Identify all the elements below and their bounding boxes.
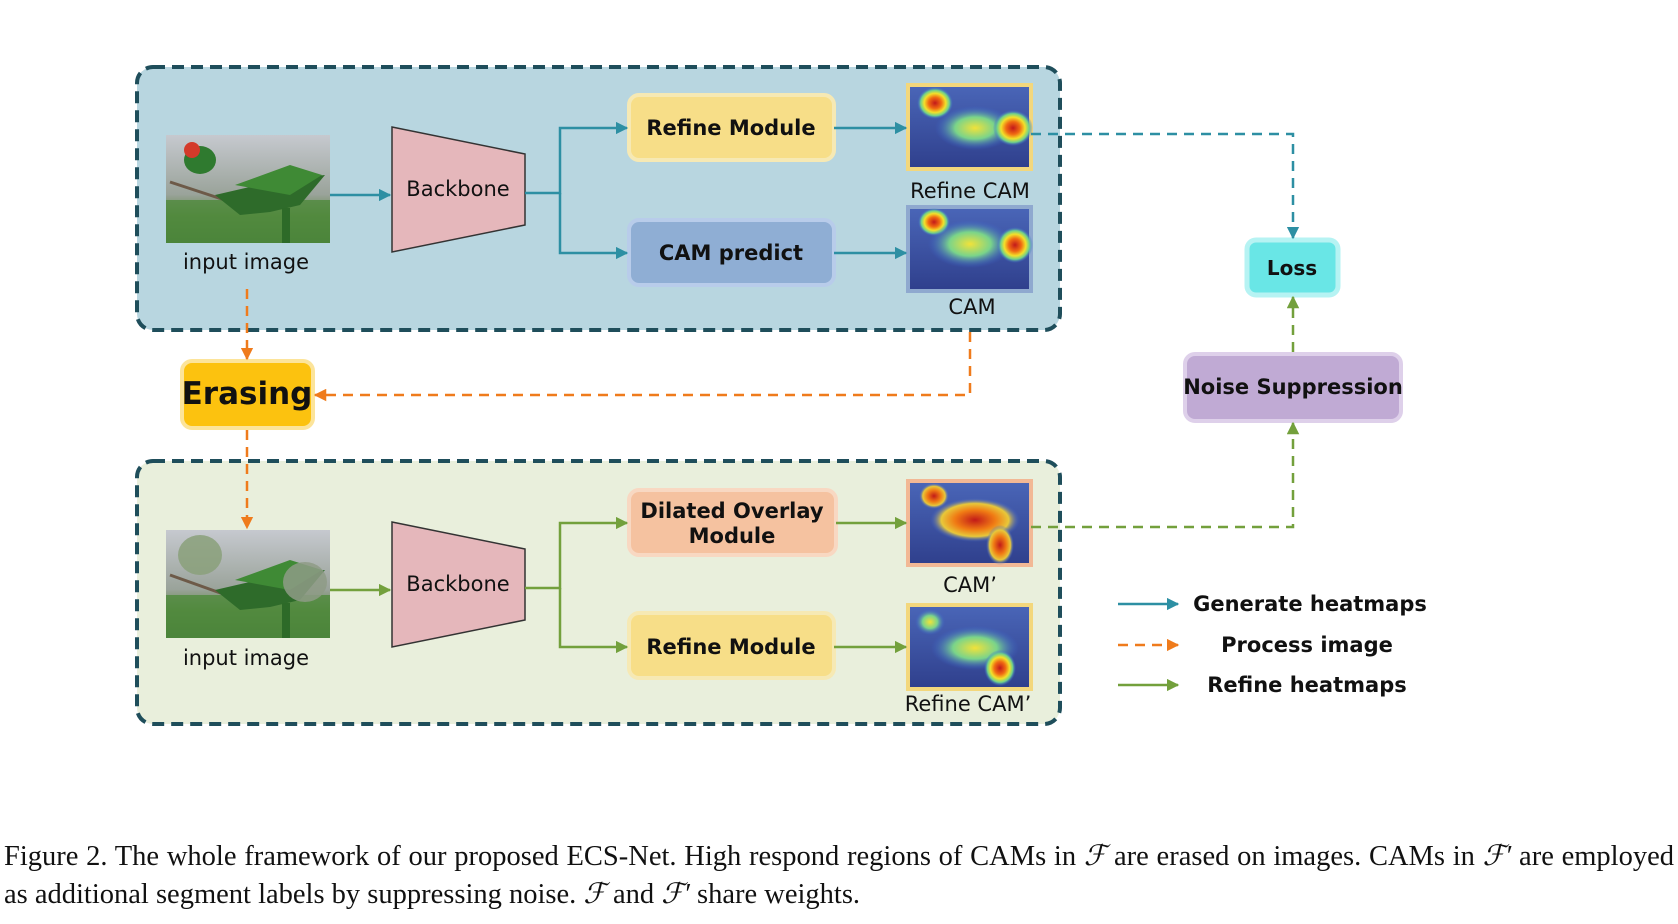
cam-label: CAM xyxy=(948,295,995,319)
backbone-bottom-label: Backbone xyxy=(406,572,509,596)
input-image-top-label: input image xyxy=(183,250,309,274)
caption-part-5: share weights. xyxy=(689,879,861,910)
caption-part-4: and xyxy=(605,879,662,910)
input-image-bottom xyxy=(166,530,330,638)
caption-symbol-f: ℱ xyxy=(1083,841,1107,872)
backbone-top-shape xyxy=(391,126,526,253)
input-image-top xyxy=(166,135,330,243)
noise-suppression-box xyxy=(1183,352,1403,423)
caption-part-1: Figure 2. The whole framework of our pro… xyxy=(4,841,1084,872)
erasing-box xyxy=(180,359,315,430)
refine-cam-heatmap xyxy=(906,83,1033,171)
cam-predict-label: CAM predict xyxy=(659,241,803,265)
legend: Generate heatmaps Process image Refine h… xyxy=(1118,592,1427,697)
refine-module-bottom-label: Refine Module xyxy=(646,635,815,659)
caption-part-2: are erased on images. CAMs in xyxy=(1106,841,1483,872)
backbone-bottom-shape xyxy=(391,521,526,648)
refine-cam-prime-label: Refine CAM’ xyxy=(905,692,1032,716)
generate-heatmaps-arrows xyxy=(330,121,1300,260)
process-image-arrows xyxy=(240,289,972,530)
figure-caption: Figure 2. The whole framework of our pro… xyxy=(4,838,1674,914)
dilated-overlay-label-line1: Dilated Overlay xyxy=(640,499,823,523)
refine-heatmaps-arrows xyxy=(330,295,1300,654)
loss-label: Loss xyxy=(1267,256,1317,280)
caption-symbol-f-prime: ℱ′ xyxy=(1482,841,1512,872)
cam-prime-heatmap xyxy=(906,479,1033,567)
loss-box xyxy=(1244,237,1341,298)
caption-symbol-f-prime: ℱ′ xyxy=(661,879,690,910)
legend-refine-label: Refine heatmaps xyxy=(1207,673,1406,697)
refine-cam-prime-heatmap xyxy=(906,603,1033,691)
caption-part-3: are employed as additional segment label… xyxy=(4,841,1674,910)
backbone-top-label: Backbone xyxy=(406,177,509,201)
cam-heatmap xyxy=(906,205,1033,293)
legend-generate-label: Generate heatmaps xyxy=(1193,592,1427,616)
refine-cam-label: Refine CAM xyxy=(910,179,1030,203)
noise-suppression-label: Noise Suppression xyxy=(1183,375,1403,399)
refine-module-top-label: Refine Module xyxy=(646,116,815,140)
legend-process-label: Process image xyxy=(1221,633,1393,657)
refine-module-bottom-box xyxy=(627,611,836,680)
erasing-label: Erasing xyxy=(182,376,313,412)
caption-symbol-f: ℱ xyxy=(583,879,606,910)
dilated-overlay-label-line2: Module xyxy=(689,524,776,548)
input-image-bottom-label: input image xyxy=(183,646,309,670)
cam-prime-label: CAM’ xyxy=(943,573,997,597)
